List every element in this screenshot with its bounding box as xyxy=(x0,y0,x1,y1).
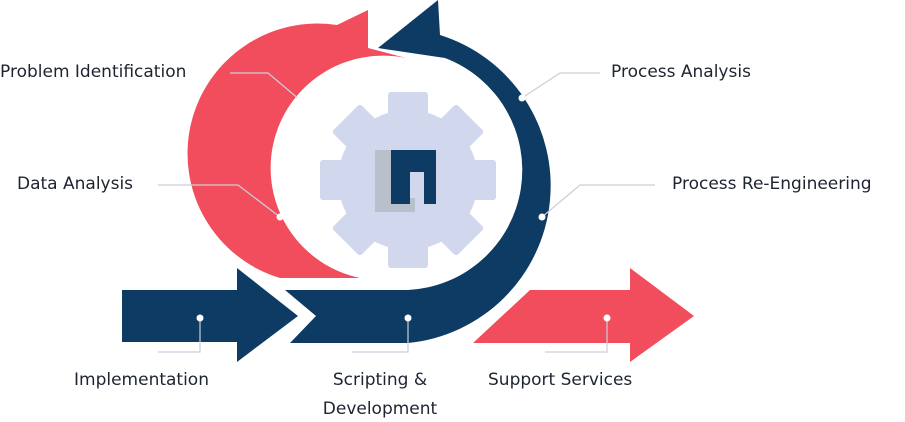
coral-cycle-arrow xyxy=(187,10,406,278)
label-process-reengineering: Process Re-Engineering xyxy=(672,174,872,194)
label-scripting-development: Scripting & Development xyxy=(310,366,450,422)
label-support-services: Support Services xyxy=(488,370,633,390)
marker-dots xyxy=(196,94,611,322)
netsuite-n-logo xyxy=(375,150,436,212)
leader-lines xyxy=(158,72,655,353)
label-data-analysis: Data Analysis xyxy=(17,174,134,194)
label-implementation: Implementation xyxy=(74,370,209,390)
label-process-analysis: Process Analysis xyxy=(611,62,751,82)
label-scripting-line1: Scripting & xyxy=(332,370,428,390)
support-services-arrow xyxy=(473,268,694,362)
label-problem-identification: Problem Identification xyxy=(0,62,187,82)
label-scripting-line2: Development xyxy=(322,399,438,419)
navy-cycle-arrow xyxy=(285,0,551,343)
implementation-arrow xyxy=(122,268,298,362)
